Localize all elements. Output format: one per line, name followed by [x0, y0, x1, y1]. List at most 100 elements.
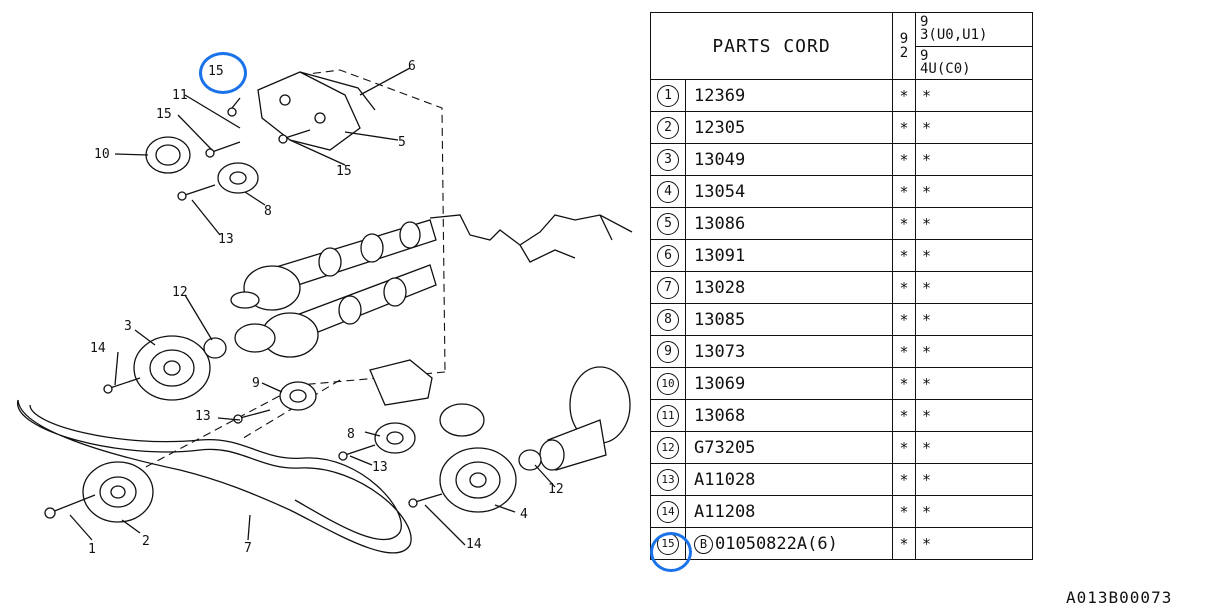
oil-seal-right	[518, 449, 542, 471]
part-code: 13091	[685, 239, 893, 272]
callout-1: 1	[88, 542, 96, 557]
camshaft-upper	[230, 219, 437, 311]
index-circle: 7	[657, 277, 679, 299]
applicability-93-94: *	[915, 79, 1033, 112]
applicability-93-94: *	[915, 207, 1033, 240]
applicability-93-94: *	[915, 399, 1033, 432]
table-row: 1 12369 **	[650, 79, 1033, 112]
callout-2: 2	[142, 534, 150, 549]
applicability-93-94: *	[915, 367, 1033, 400]
index-circle: 8	[657, 309, 679, 331]
cam-sprocket-right	[439, 447, 517, 513]
index-circle: 4	[657, 181, 679, 203]
row-index: 10	[650, 367, 686, 400]
part-code: 12305	[685, 111, 893, 144]
index-circle: 12	[657, 437, 679, 459]
part-code: 13054	[685, 175, 893, 208]
row-index: 5	[650, 207, 686, 240]
callout-3: 3	[124, 319, 132, 334]
table-row: 11 13068 **	[650, 399, 1033, 432]
part-code: 13086	[685, 207, 893, 240]
row-index: 2	[650, 111, 686, 144]
applicability-92: *	[892, 431, 916, 464]
b-prefix-circle: B	[694, 534, 713, 554]
leader-lines	[69, 67, 556, 546]
oil-seal-left	[203, 337, 227, 359]
part-code-text: A11028	[694, 469, 756, 490]
callout-14-right: 14	[466, 537, 482, 552]
applicability-93-94: *	[915, 175, 1033, 208]
table-header-row: PARTS CORD 9 2 9 3(U0,U1)	[650, 12, 1033, 80]
row-index: 11	[650, 399, 686, 432]
part-code: 13069	[685, 367, 893, 400]
timing-belt	[17, 399, 412, 554]
row-index: 12	[650, 431, 686, 464]
applicability-93-94: *	[915, 111, 1033, 144]
callout-8-lower: 8	[347, 427, 355, 442]
idler-sprocket-top	[217, 162, 259, 194]
index-circle: 5	[657, 213, 679, 235]
part-code-text: G73205	[694, 437, 756, 458]
part-code: 13085	[685, 303, 893, 336]
row-index: 1	[650, 79, 686, 112]
callout-15-left: 15	[156, 107, 172, 122]
part-code-text: 01050822A(6)	[715, 533, 838, 554]
tensioner-bracket	[257, 71, 376, 151]
callout-8-top: 8	[264, 204, 272, 219]
index-circle: 2	[657, 117, 679, 139]
reference-code: A013B00073	[1066, 588, 1173, 607]
applicability-93-94: *	[915, 527, 1033, 560]
applicability-92: *	[892, 271, 916, 304]
applicability-93-94: *	[915, 335, 1033, 368]
part-code: 13049	[685, 143, 893, 176]
row-index: 9	[650, 335, 686, 368]
row-index: 13	[650, 463, 686, 496]
highlight-circle-diagram	[199, 52, 247, 94]
part-code-text: 12369	[694, 85, 746, 106]
part-code: 13073	[685, 335, 893, 368]
callout-13-lower: 13	[372, 460, 388, 475]
callout-15-bracket: 15	[336, 164, 352, 179]
callout-14-left: 14	[90, 341, 106, 356]
callout-6: 6	[408, 59, 416, 74]
index-circle: 13	[657, 469, 679, 491]
part-code: G73205	[685, 431, 893, 464]
index-circle: 3	[657, 149, 679, 171]
applicability-92: *	[892, 399, 916, 432]
part-code-text: 13086	[694, 213, 746, 234]
table-row: 9 13073 **	[650, 335, 1033, 368]
part-code: 12369	[685, 79, 893, 112]
parts-exploded-diagram: 1 2 3 4 5 6 7 8 8 9 10 11 12 12 13 13 13…	[17, 59, 633, 557]
applicability-92: *	[892, 463, 916, 496]
index-circle: 9	[657, 341, 679, 363]
camshaft-lower	[234, 264, 437, 358]
callout-9: 9	[252, 376, 260, 391]
callout-5: 5	[398, 135, 406, 150]
part-code-text: 13054	[694, 181, 746, 202]
cam-sprocket-left	[133, 335, 211, 401]
applicability-92: *	[892, 335, 916, 368]
callout-13-mid: 13	[195, 409, 211, 424]
part-code-text: 13073	[694, 341, 746, 362]
callout-7: 7	[244, 541, 252, 556]
applicability-92: *	[892, 367, 916, 400]
index-circle: 6	[657, 245, 679, 267]
callout-10: 10	[94, 147, 110, 162]
tensioner-pulley	[145, 136, 191, 174]
header-col-92: 9 2	[892, 12, 916, 80]
part-code-text: 13068	[694, 405, 746, 426]
applicability-92: *	[892, 79, 916, 112]
header-col-93: 9 3(U0,U1)	[915, 12, 1033, 47]
applicability-93-94: *	[915, 463, 1033, 496]
applicability-92: *	[892, 143, 916, 176]
part-code-text: 13049	[694, 149, 746, 170]
part-code: 13068	[685, 399, 893, 432]
row-index: 6	[650, 239, 686, 272]
